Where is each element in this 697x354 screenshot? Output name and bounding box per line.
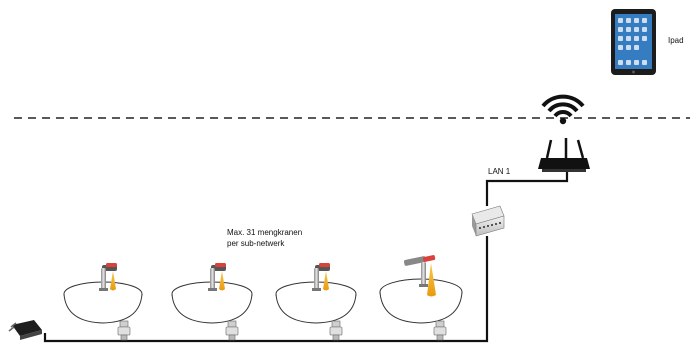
sink-unit — [172, 263, 252, 340]
valve-connector-icon — [226, 321, 238, 340]
valve-connector-icon — [118, 321, 130, 340]
ipad-label: Ipad — [668, 36, 684, 46]
sink-unit — [380, 255, 462, 340]
lan-label: LAN 1 — [488, 167, 510, 177]
wifi-icon — [543, 97, 583, 125]
valve-connector-icon — [330, 321, 342, 340]
max-faucets-label-line1: Max. 31 mengkranen — [227, 228, 302, 238]
sink-unit — [64, 263, 142, 340]
router-icon — [538, 138, 590, 172]
sink-unit — [276, 263, 356, 340]
valve-connector-icon — [434, 321, 446, 340]
max-faucets-label-line2: per sub-netwerk — [227, 239, 284, 249]
network-switch-icon — [472, 206, 504, 236]
power-adapter-icon — [9, 320, 42, 340]
tablet-icon — [611, 9, 656, 75]
